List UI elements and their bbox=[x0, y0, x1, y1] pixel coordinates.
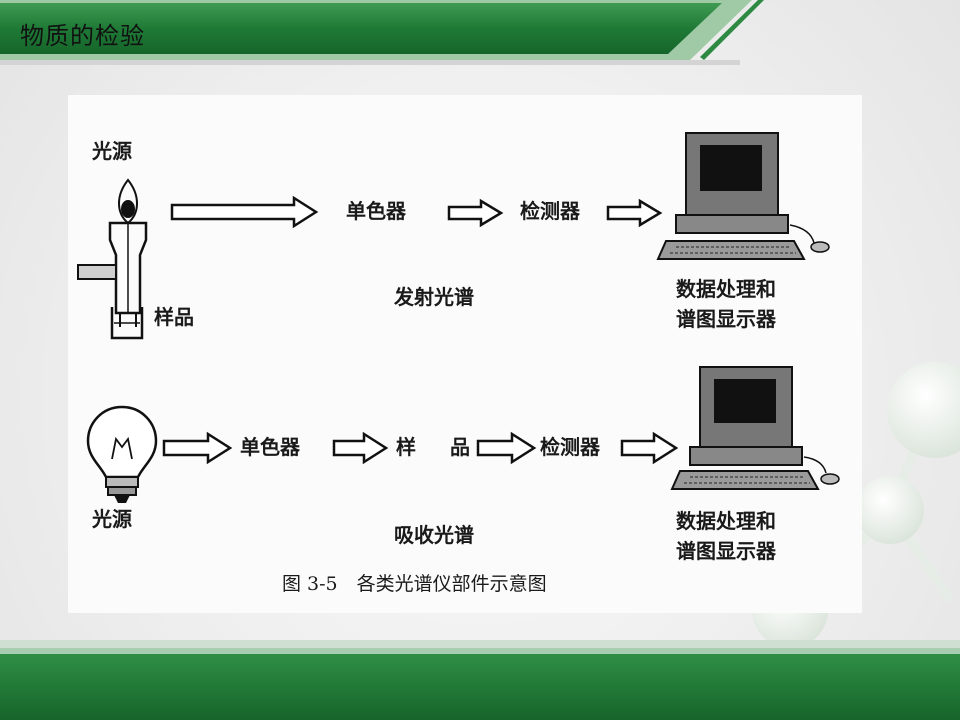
figure-caption: 图 3-5 各类光谱仪部件示意图 bbox=[282, 573, 547, 595]
absorption-spectrum-label: 吸收光谱 bbox=[394, 523, 474, 547]
absorption-monochromator-label: 单色器 bbox=[240, 435, 300, 459]
emission-sample-label: 样品 bbox=[154, 305, 194, 329]
arrow-source-to-monochromator bbox=[170, 195, 319, 229]
flame-icon bbox=[77, 178, 148, 327]
emission-monochromator-label: 单色器 bbox=[346, 199, 406, 223]
figure-graphics bbox=[77, 132, 840, 503]
absorption-processor-label-line2: 谱图显示器 bbox=[676, 539, 776, 563]
light-bulb-icon bbox=[86, 405, 158, 503]
emission-detector-label: 检测器 bbox=[520, 199, 580, 223]
footer-band bbox=[0, 640, 960, 720]
arrow-sample-to-detector-abs bbox=[476, 431, 537, 465]
emission-light-source-label: 光源 bbox=[92, 139, 132, 163]
header-band bbox=[0, 0, 764, 65]
arrow-source-to-monochromator-abs bbox=[162, 431, 233, 465]
absorption-sample-label-b: 品 bbox=[450, 435, 470, 459]
computer-icon bbox=[656, 132, 830, 260]
absorption-detector-label: 检测器 bbox=[540, 435, 600, 459]
arrow-monochromator-to-sample-abs bbox=[332, 431, 389, 465]
emission-processor-label-line1: 数据处理和 bbox=[676, 277, 776, 301]
arrow-detector-to-computer bbox=[606, 198, 663, 228]
absorption-sample-label-a: 样 bbox=[396, 435, 416, 459]
absorption-light-source-label: 光源 bbox=[92, 507, 132, 531]
arrow-detector-to-computer-abs bbox=[620, 431, 679, 465]
spectrometer-figure: 光源 样品 单色器 检测器 发射光谱 数据处理和 谱图显示器 光源 单色器 样 … bbox=[68, 95, 862, 613]
emission-processor-label-line2: 谱图显示器 bbox=[676, 307, 776, 331]
absorption-processor-label-line1: 数据处理和 bbox=[676, 509, 776, 533]
emission-spectrum-label: 发射光谱 bbox=[394, 285, 474, 309]
cuvette-icon bbox=[110, 307, 144, 340]
slide-title: 物质的检验 bbox=[20, 22, 145, 50]
computer-icon bbox=[670, 366, 840, 490]
arrow-monochromator-to-detector bbox=[447, 198, 504, 228]
